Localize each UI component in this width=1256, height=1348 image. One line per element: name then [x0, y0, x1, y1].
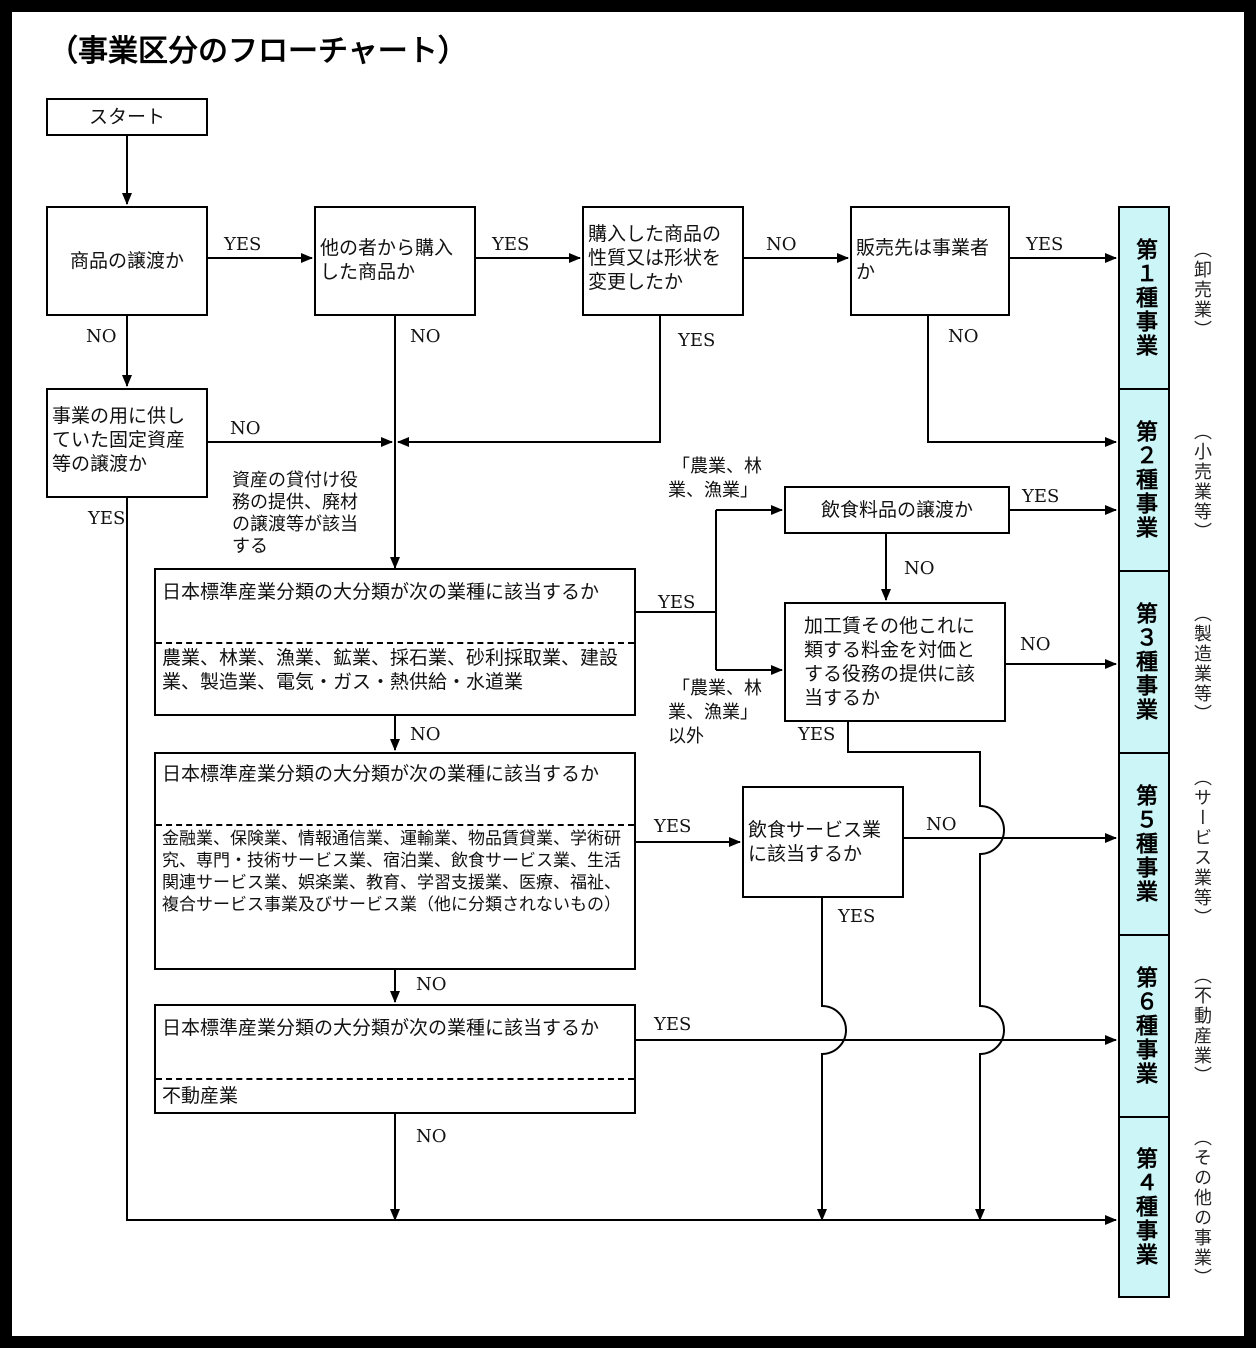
- category-5-name: 第５種事業: [1132, 784, 1157, 904]
- no-label: NO: [904, 558, 935, 579]
- category-4-box: 第４種事業: [1118, 1116, 1170, 1298]
- category-2-sub: （小売業等）: [1191, 422, 1212, 542]
- no-label: NO: [766, 234, 797, 255]
- fixed-assets-decision: 事業の用に供していた固定資産等の譲渡か: [46, 388, 208, 498]
- agri-label-line2: 業、漁業」: [668, 480, 758, 501]
- industry-b-question: 日本標準産業分類の大分類が次の業種に該当するか: [156, 754, 634, 826]
- purchased-goods-decision: 他の者から購入した商品か: [314, 206, 476, 316]
- goods-transfer-decision: 商品の譲渡か: [46, 206, 208, 316]
- no-label: NO: [948, 326, 979, 347]
- yes-label: YES: [678, 330, 716, 351]
- yes-label: YES: [1026, 234, 1064, 255]
- arrow-changed-yes: [397, 316, 661, 447]
- industry-a-question: 日本標準産業分類の大分類が次の業種に該当するか: [156, 570, 634, 644]
- agri-label-line1: 「農業、林: [672, 456, 762, 477]
- yes-label: YES: [492, 234, 530, 255]
- industry-c-list: 不動産業: [162, 1085, 239, 1107]
- category-6-name: 第６種事業: [1132, 966, 1157, 1086]
- category-6-box: 第６種事業: [1118, 934, 1170, 1118]
- industry-a-decision: 日本標準産業分類の大分類が次の業種に該当するか 農業、林業、漁業、鉱業、採石業、…: [154, 568, 636, 716]
- no-label: NO: [416, 974, 447, 995]
- food-service-decision: 飲食サービス業に該当するか: [742, 786, 904, 898]
- food-transfer-decision: 飲食料品の譲渡か: [784, 486, 1010, 534]
- industry-c-decision: 日本標準産業分類の大分類が次の業種に該当するか 不動産業: [154, 1004, 636, 1114]
- no-label: NO: [926, 814, 957, 835]
- no-label: NO: [410, 724, 441, 745]
- non-agri-label-line2: 業、漁業」: [668, 702, 758, 723]
- connector-lines: [122, 136, 1117, 1225]
- category-3-name: 第３種事業: [1132, 602, 1157, 722]
- industry-c-question: 日本標準産業分類の大分類が次の業種に該当するか: [156, 1006, 634, 1080]
- yes-label: YES: [224, 234, 262, 255]
- industry-b-list: 金融業、保険業、情報通信業、運輸業、物品賃貸業、学術研究、専門・技術サービス業、…: [162, 829, 621, 915]
- category-1-box: 第１種事業: [1118, 206, 1170, 390]
- industry-b-decision: 日本標準産業分類の大分類が次の業種に該当するか 金融業、保険業、情報通信業、運輸…: [154, 752, 636, 970]
- category-4-sub: （その他の事業）: [1191, 1128, 1212, 1288]
- non-agri-label-line1: 「農業、林: [672, 678, 762, 699]
- industry-a-list: 農業、林業、漁業、鉱業、採石業、砂利採取業、建設業、製造業、電気・ガス・熱供給・…: [162, 647, 619, 693]
- no-label: NO: [410, 326, 441, 347]
- yes-label: YES: [1022, 486, 1060, 507]
- goods-changed-decision: 購入した商品の性質又は形状を変更したか: [582, 206, 744, 316]
- no-label: NO: [416, 1126, 447, 1147]
- arrow-food-service-yes: [817, 898, 847, 1221]
- category-2-box: 第２種事業: [1118, 388, 1170, 572]
- category-6-sub: （不動産業）: [1191, 966, 1212, 1086]
- yes-label: YES: [838, 906, 876, 927]
- category-3-sub: （製造業等）: [1191, 604, 1212, 724]
- no-label: NO: [86, 326, 117, 347]
- yes-label: YES: [658, 592, 696, 613]
- assets-rental-note: 資産の貸付け役務の提供、廃材の譲渡等が該当する: [232, 470, 358, 557]
- category-1-sub: （卸売業）: [1191, 240, 1212, 340]
- start-box: スタート: [46, 98, 208, 136]
- category-3-box: 第３種事業: [1118, 570, 1170, 754]
- buyer-business-decision: 販売先は事業者か: [850, 206, 1010, 316]
- non-agri-label-line3: 以外: [668, 726, 704, 747]
- no-label: NO: [230, 418, 261, 439]
- category-5-sub: （サービス業等）: [1191, 768, 1212, 928]
- yes-label: YES: [798, 724, 836, 745]
- page-title: （事業区分のフローチャート）: [48, 34, 468, 69]
- yes-label: YES: [654, 1014, 692, 1035]
- no-label: NO: [1020, 634, 1051, 655]
- category-5-box: 第５種事業: [1118, 752, 1170, 936]
- arrow-processing-yes: [847, 722, 1005, 1221]
- category-4-name: 第４種事業: [1132, 1147, 1157, 1267]
- category-2-name: 第２種事業: [1132, 420, 1157, 540]
- processing-fee-decision: 加工賃その他これに類する料金を対価とする役務の提供に該当するか: [784, 602, 1006, 722]
- arrow-fixed-yes: [126, 498, 1117, 1225]
- yes-label: YES: [654, 816, 692, 837]
- category-1-name: 第１種事業: [1132, 238, 1157, 358]
- arrow-buyer-no: [927, 316, 1117, 447]
- yes-label: YES: [88, 508, 126, 529]
